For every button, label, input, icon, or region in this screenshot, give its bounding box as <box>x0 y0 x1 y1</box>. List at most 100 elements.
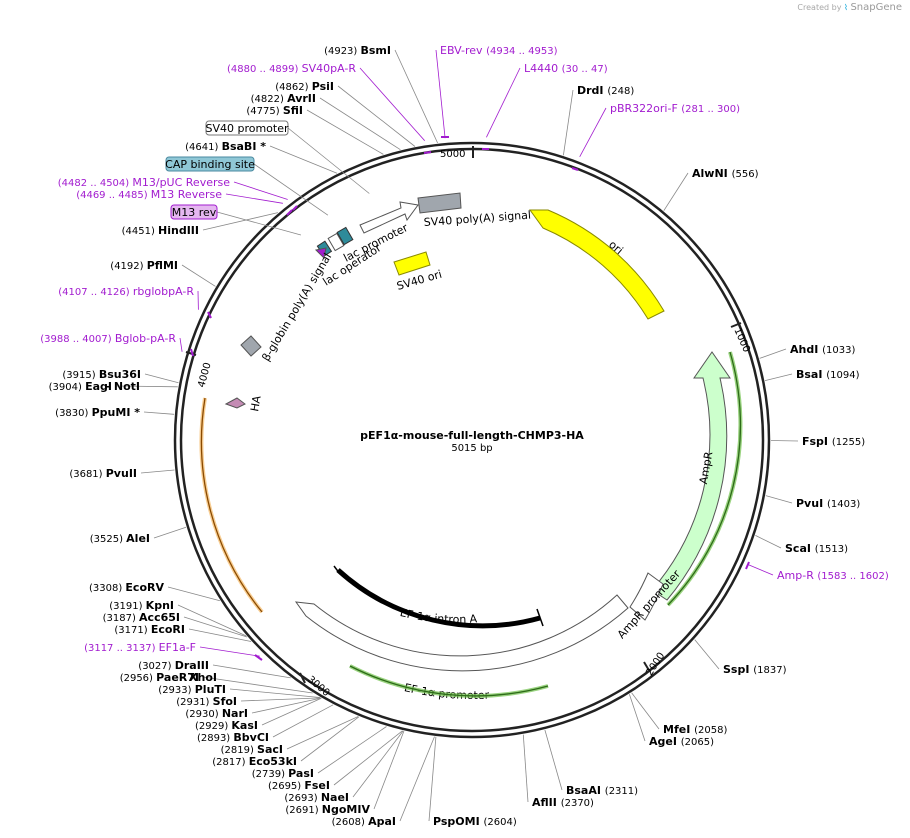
tick-3000 <box>299 672 306 684</box>
site-label[interactable]: PvuI (1403) <box>796 497 860 510</box>
site-label[interactable]: BsaAI (2311) <box>566 784 638 797</box>
site-label[interactable]: (2929) KasI <box>195 719 258 732</box>
site-label[interactable]: (3681) PvuII <box>69 467 137 480</box>
site-label[interactable]: - XhoI <box>181 671 217 684</box>
site-label[interactable]: (4451) HindIII <box>122 224 199 237</box>
site-text: (2817) Eco53kI <box>212 755 297 768</box>
primer-name: EBV-rev <box>440 44 486 57</box>
site-leader-line <box>631 692 660 730</box>
site-label[interactable]: (3187) Acc65I <box>103 611 180 624</box>
site-label[interactable]: (3171) EcoRI <box>114 623 185 636</box>
site-label[interactable]: (3915) Bsu36I <box>62 368 141 381</box>
site-text: (2608) ApaI <box>332 815 396 828</box>
primer-label[interactable]: (3988 .. 4007) Bglob-pA-R <box>40 332 176 345</box>
site-label[interactable]: FspI (1255) <box>802 435 865 448</box>
site-name: NarI <box>222 707 248 720</box>
primer-range: (4880 .. 4899) <box>227 64 302 75</box>
site-label[interactable]: - NotI <box>105 380 140 393</box>
primer-leader-line <box>359 67 425 141</box>
site-leader-line <box>153 526 187 539</box>
box-leader-line <box>287 127 370 194</box>
primer-label[interactable]: (4880 .. 4899) SV40pA-R <box>227 62 356 75</box>
site-label[interactable]: (2893) BbvCI <box>197 731 269 744</box>
site-label[interactable]: (3525) AleI <box>90 532 150 545</box>
site-position: (2933) <box>158 685 194 696</box>
site-label[interactable]: (4923) BsmI <box>324 44 391 57</box>
primer-label[interactable]: pBR322ori-F (281 .. 300) <box>610 102 740 115</box>
site-position: (4923) <box>324 46 360 57</box>
site-position: (4775) <box>246 106 282 117</box>
site-label[interactable]: AflII (2370) <box>532 796 594 809</box>
primer-label[interactable]: EBV-rev (4934 .. 4953) <box>440 44 558 57</box>
site-label[interactable]: (3904) EagI <box>49 380 112 393</box>
site-name: - NotI <box>105 380 140 393</box>
site-label[interactable]: (4641) BsaBI * <box>185 140 266 153</box>
site-name: NgoMIV <box>322 803 371 816</box>
site-name: PpuMI * <box>92 406 141 419</box>
site-label[interactable]: (3308) EcoRV <box>89 581 164 594</box>
primer-label[interactable]: (4482 .. 4504) M13/pUC Reverse <box>58 176 230 189</box>
feature-ef1a-promoter[interactable]: EF-1α promoter <box>294 594 629 702</box>
primer-label[interactable]: (3117 .. 3137) EF1a-F <box>84 641 196 654</box>
site-label[interactable]: (2930) NarI <box>185 707 248 720</box>
site-label[interactable]: (2956) PaeR7I <box>120 671 199 684</box>
site-leader-line <box>143 411 175 415</box>
site-label[interactable]: (2739) PasI <box>252 767 314 780</box>
site-name: BsaBI * <box>222 140 267 153</box>
site-label[interactable]: BsaI (1094) <box>796 368 860 381</box>
feature-sv40-ori[interactable]: SV40 ori <box>393 251 443 293</box>
site-label[interactable]: SspI (1837) <box>723 663 787 676</box>
site-text: FspI (1255) <box>802 435 865 448</box>
site-label[interactable]: (3191) KpnI <box>109 599 174 612</box>
cap-binding-site-box[interactable]: CAP binding site <box>165 156 255 172</box>
site-label[interactable]: (2931) SfoI <box>176 695 237 708</box>
site-label[interactable]: (2691) NgoMIV <box>285 803 370 816</box>
site-name: BsaI <box>796 368 826 381</box>
feature-amp-r[interactable]: AmpR <box>651 351 731 601</box>
site-label[interactable]: AlwNI (556) <box>692 167 759 180</box>
site-label[interactable]: PspOMI (2604) <box>433 815 517 828</box>
site-leader-line <box>251 697 322 714</box>
site-label[interactable]: AgeI (2065) <box>649 735 714 748</box>
site-position: (3681) <box>69 469 105 480</box>
primer-label[interactable]: (4469 .. 4485) M13 Reverse <box>76 188 222 201</box>
site-label[interactable]: (2693) NaeI <box>284 791 349 804</box>
feature-lac-promoter[interactable]: lac promoter <box>341 201 419 265</box>
site-label[interactable]: (2933) PluTI <box>158 683 226 696</box>
feature-sv40-polya[interactable]: SV40 poly(A) signal <box>417 192 531 229</box>
site-leader-line <box>177 604 247 637</box>
site-label[interactable]: (2819) SacI <box>221 743 283 756</box>
feature-ori[interactable]: ori <box>529 209 665 320</box>
site-label[interactable]: DrdI (248) <box>577 84 634 97</box>
feature-beta-globin-polya[interactable]: β-globin poly(A) signal <box>240 251 334 364</box>
site-label[interactable]: MfeI (2058) <box>663 723 727 736</box>
site-text: (3308) EcoRV <box>89 581 164 594</box>
m13-rev-box[interactable]: M13 rev <box>170 204 218 220</box>
site-position: (1255) <box>832 437 865 448</box>
site-label[interactable]: (3027) DraIII <box>138 659 209 672</box>
site-text: (4822) AvrII <box>251 92 316 105</box>
site-label[interactable]: ScaI (1513) <box>785 542 848 555</box>
feature-ef1a-intron[interactable]: EF-1α intron A <box>333 565 544 629</box>
feature-ha[interactable]: HA <box>224 394 264 413</box>
site-label[interactable]: (2817) Eco53kI <box>212 755 297 768</box>
site-label[interactable]: (2695) FseI <box>268 779 330 792</box>
primer-name: M13/pUC Reverse <box>132 176 230 189</box>
site-label[interactable]: (2608) ApaI <box>332 815 396 828</box>
primer-label[interactable]: Amp-R (1583 .. 1602) <box>777 569 889 582</box>
site-label[interactable]: (4192) PflMI <box>110 259 178 272</box>
site-label[interactable]: (4862) PsiI <box>275 80 334 93</box>
site-label[interactable]: (4822) AvrII <box>251 92 316 105</box>
site-label[interactable]: (4775) SfiI <box>246 104 303 117</box>
sv40-promoter-box[interactable]: SV40 promoter <box>205 120 289 136</box>
primer-text: L4440 (30 .. 47) <box>524 62 608 75</box>
site-label[interactable]: (3830) PpuMI * <box>55 406 140 419</box>
site-position: (2695) <box>268 781 304 792</box>
tick-label-4000: 4000 <box>196 361 213 388</box>
primer-label[interactable]: L4440 (30 .. 47) <box>524 62 608 75</box>
site-name: FseI <box>304 779 330 792</box>
site-text: MfeI (2058) <box>663 723 727 736</box>
primer-label[interactable]: (4107 .. 4126) rbglobpA-R <box>58 285 194 298</box>
primer-name: M13 Reverse <box>151 188 222 201</box>
site-label[interactable]: AhdI (1033) <box>790 343 855 356</box>
